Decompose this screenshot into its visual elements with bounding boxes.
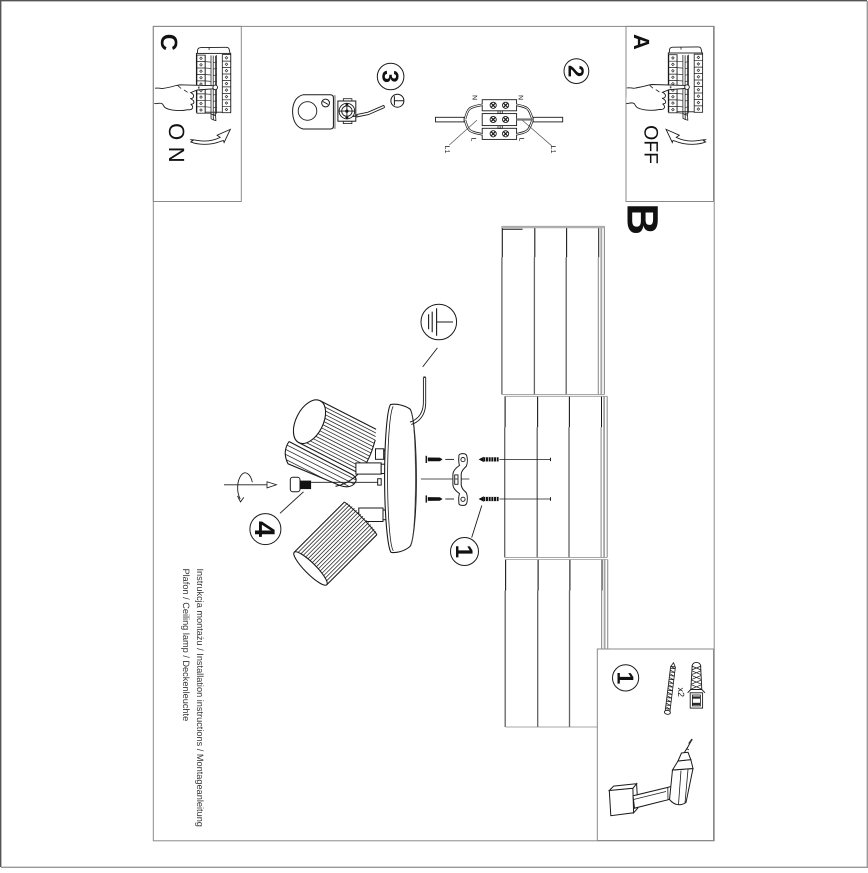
svg-text:1: 1: [612, 672, 638, 685]
svg-text:L: L: [518, 138, 525, 142]
svg-text:4: 4: [248, 521, 280, 537]
svg-text:Plafon / Ceiling lamp / Decken: Plafon / Ceiling lamp / Deckenleuchte: [181, 569, 191, 722]
svg-text:ON: ON: [164, 123, 189, 169]
svg-text:N: N: [471, 95, 478, 100]
svg-text:2: 2: [563, 65, 588, 77]
svg-text:L: L: [470, 138, 477, 142]
svg-text:x2: x2: [676, 688, 686, 698]
svg-text:L1: L1: [443, 146, 450, 154]
svg-text:N: N: [517, 95, 524, 100]
svg-text:Instrukcja montażu / Installat: Instrukcja montażu / Installation instru…: [195, 569, 205, 827]
svg-text:1: 1: [450, 545, 477, 558]
svg-text:L1: L1: [549, 146, 556, 154]
svg-text:OFF: OFF: [639, 125, 661, 164]
svg-text:3: 3: [377, 70, 403, 83]
svg-text:C: C: [156, 34, 182, 51]
svg-text:B: B: [618, 203, 667, 235]
svg-text:A: A: [629, 34, 654, 50]
